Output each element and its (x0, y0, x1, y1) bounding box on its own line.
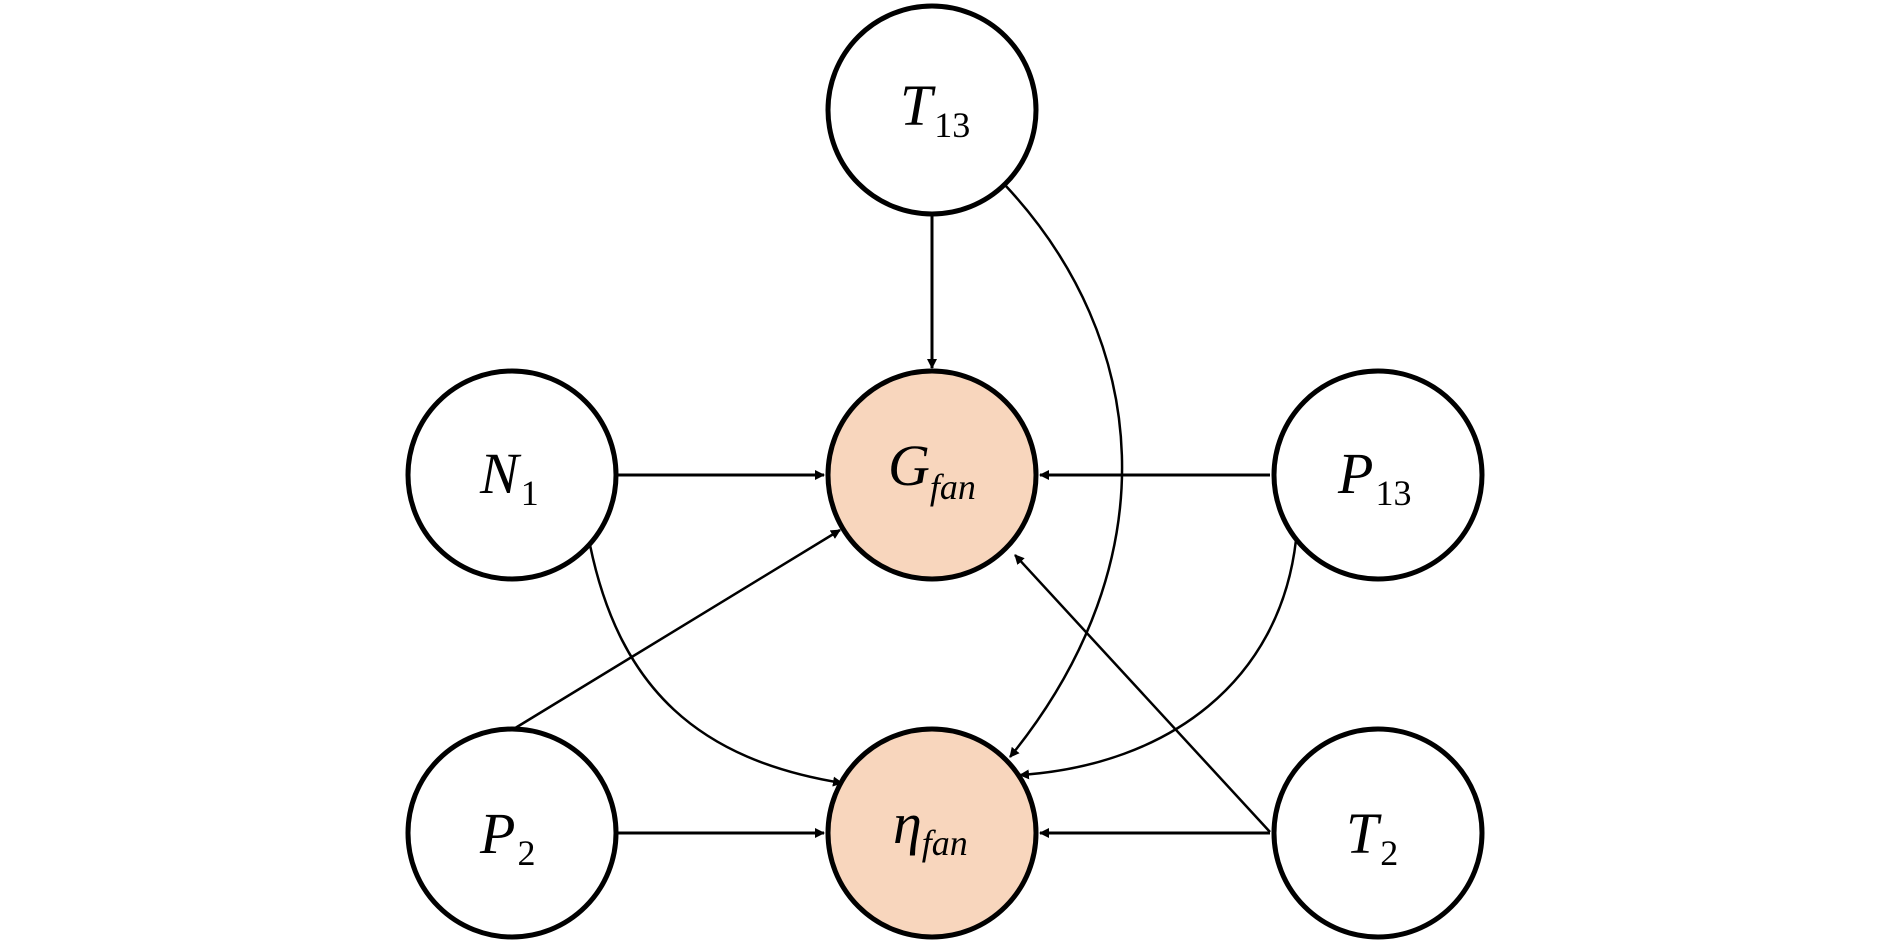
node-etafan-label: ηfan (893, 791, 968, 863)
node-p13-circle (1271, 368, 1485, 582)
node-gfan: Gfan (825, 368, 1039, 582)
node-gfan-circle (825, 368, 1039, 582)
node-t13-label: T13 (900, 73, 970, 145)
node-t13: T13 (825, 3, 1039, 217)
edge-p2-to-gfan (511, 528, 841, 732)
node-p2-circle (405, 726, 619, 940)
node-n1-circle (405, 368, 619, 582)
edge-t13-to-etafan (1004, 184, 1124, 758)
node-t2-label: T2 (1346, 801, 1398, 873)
node-etafan-circle (825, 726, 1039, 940)
edge-n1-to-etafan (588, 544, 843, 787)
node-n1: N1 (405, 368, 619, 582)
node-p2: P2 (405, 726, 619, 940)
node-etafan: ηfan (825, 726, 1039, 940)
node-t13-circle (825, 3, 1039, 217)
edge-t2-to-gfan (1014, 554, 1271, 833)
node-p13-label: P13 (1337, 441, 1411, 513)
edge-p13-to-etafan (1019, 539, 1298, 780)
node-p13: P13 (1271, 368, 1485, 582)
node-p2-label: P2 (479, 801, 535, 873)
node-gfan-label: Gfan (888, 433, 976, 507)
node-n1-label: N1 (479, 441, 539, 513)
node-t2: T2 (1271, 726, 1485, 940)
node-t2-circle (1271, 726, 1485, 940)
edges (511, 184, 1298, 838)
